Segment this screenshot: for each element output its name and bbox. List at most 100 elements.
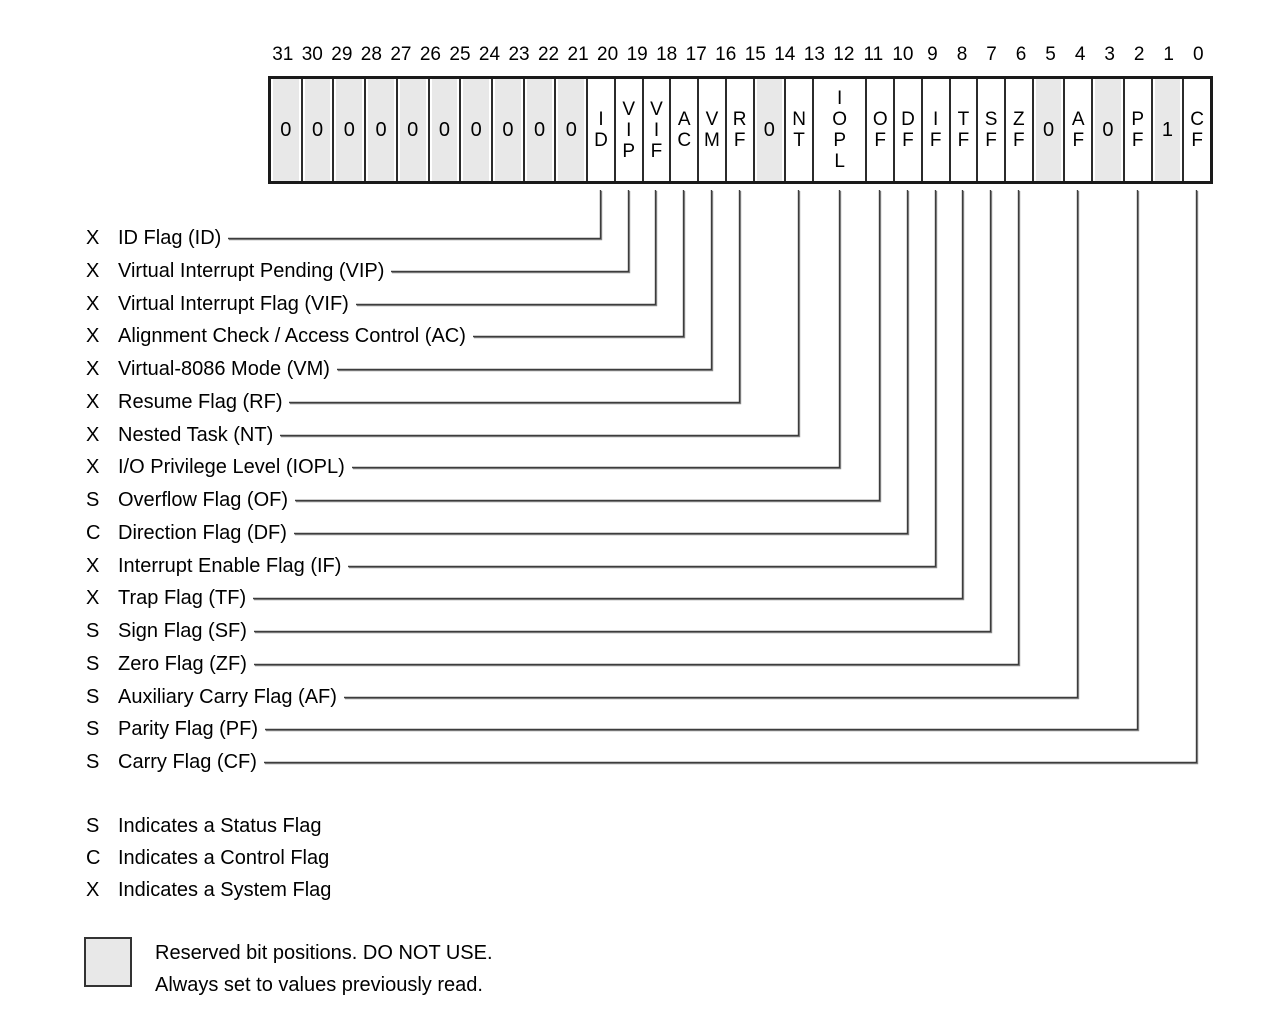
- leader-line-IF: [348, 190, 937, 568]
- bit-number-5: 5: [1045, 44, 1056, 65]
- cell-value: 0: [438, 118, 451, 141]
- bit-number-7: 7: [986, 44, 997, 65]
- flag-row-RF: X Resume Flag (RF): [86, 388, 282, 416]
- leader-line-AF: [345, 191, 1080, 700]
- cell-letter: P: [833, 130, 846, 151]
- cell-value: 0: [343, 118, 355, 141]
- cell-value: 0: [1042, 118, 1055, 141]
- flag-type-letter: X: [86, 423, 100, 446]
- bit-number-4: 4: [1074, 44, 1086, 65]
- bit-number-15: 15: [744, 44, 766, 65]
- flag-type-letter: X: [86, 292, 100, 315]
- bit-number-14: 14: [774, 44, 796, 65]
- cell-letter: C: [1190, 109, 1204, 130]
- cell-value: 0: [1102, 118, 1114, 141]
- flag-type-letter: S: [86, 652, 100, 675]
- bit-number-21: 21: [567, 44, 589, 65]
- cell-letter: O: [872, 109, 888, 130]
- flag-label: Virtual Interrupt Pending (VIP): [118, 259, 385, 282]
- flag-label: Resume Flag (RF): [118, 390, 283, 413]
- flag-type-letter: X: [86, 227, 100, 249]
- flag-label: Direction Flag (DF): [118, 521, 287, 544]
- flag-label: I/O Privilege Level (IOPL): [118, 456, 345, 479]
- register-cell-r25: 0: [459, 79, 491, 181]
- leader-line-VIP: [392, 191, 631, 274]
- leader-line-VIP: [391, 190, 630, 273]
- flag-label: ID Flag (ID): [118, 227, 222, 249]
- cell-letter: F: [733, 130, 746, 151]
- bit-number-6: 6: [1015, 44, 1027, 65]
- cell-letter: F: [1072, 130, 1085, 151]
- cell-letter: D: [901, 109, 915, 130]
- bit-number-11: 11: [863, 44, 884, 65]
- cell-letter: F: [1131, 130, 1144, 151]
- cell-letter: I: [933, 109, 939, 130]
- cell-value: 0: [375, 118, 387, 141]
- bit-number-29: 29: [331, 44, 353, 65]
- flag-type-letter: X: [86, 587, 100, 610]
- cell-value: 0: [470, 118, 482, 141]
- flag-label: Parity Flag (PF): [118, 718, 259, 741]
- cell-letter: O: [832, 109, 848, 130]
- bit-number-22: 22: [537, 44, 560, 65]
- register-cell-r5: 0: [1031, 79, 1064, 181]
- flag-label: Interrupt Enable Flag (IF): [118, 554, 342, 577]
- cell-letter: F: [929, 130, 942, 151]
- reserved-note: Reserved bit positions. DO NOT USE. Alwa…: [155, 937, 493, 1001]
- bit-number-2: 2: [1133, 44, 1145, 65]
- legend-letter: C: [86, 847, 101, 869]
- bit-number-3: 3: [1104, 44, 1115, 65]
- bit-number-1: 1: [1163, 44, 1174, 65]
- legend-letter: S: [86, 815, 100, 837]
- bit-number-8: 8: [956, 44, 968, 65]
- bit-number-27: 27: [390, 44, 412, 65]
- leader-line-CF: [265, 191, 1199, 765]
- cell-letter: F: [985, 130, 997, 151]
- register-cell-r24: 0: [491, 79, 523, 181]
- leader-line-AF: [344, 190, 1079, 699]
- leader-line-AC: [474, 191, 686, 339]
- cell-letter: F: [650, 140, 663, 162]
- flag-label: Alignment Check / Access Control (AC): [118, 325, 466, 348]
- cell-letter: F: [1013, 130, 1025, 151]
- register-cell-r30: 0: [300, 79, 333, 181]
- reserved-swatch: [84, 937, 132, 987]
- flag-type-letter: X: [86, 390, 100, 413]
- cell-letter: I: [598, 109, 604, 130]
- flag-label: Sign Flag (SF): [118, 620, 247, 642]
- bit-number-31: 31: [272, 44, 294, 65]
- cell-letter: C: [677, 130, 692, 151]
- leader-line-DF: [295, 191, 910, 536]
- flag-type-letter: S: [86, 685, 100, 708]
- reserved-note-line2: Always set to values previously read.: [155, 974, 483, 996]
- flag-type-letter: C: [86, 521, 101, 544]
- register-cell-r23: 0: [522, 79, 555, 181]
- register-cell-r28: 0: [364, 79, 396, 181]
- flag-type-letter: S: [86, 718, 100, 741]
- legend-text: Indicates a System Flag: [118, 879, 332, 901]
- cell-letter: M: [704, 130, 720, 151]
- cell-letter: L: [834, 151, 845, 172]
- cell-letter: I: [837, 88, 843, 109]
- flag-type-letter: S: [86, 751, 100, 773]
- cell-value: 0: [312, 118, 324, 141]
- leader-line-TF: [254, 191, 965, 601]
- bit-number-26: 26: [419, 44, 441, 65]
